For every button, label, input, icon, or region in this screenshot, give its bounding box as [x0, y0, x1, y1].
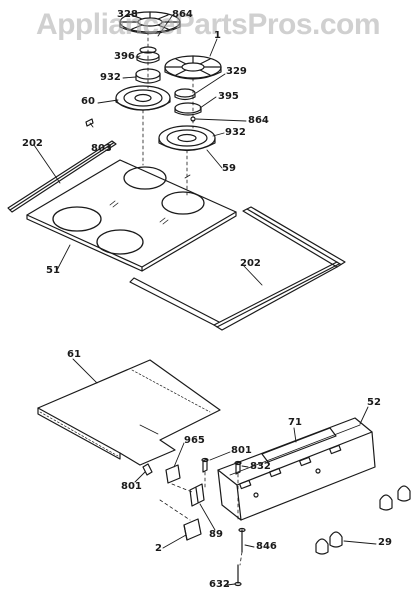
- callout-632: 632: [209, 579, 230, 590]
- burner-cap-329: [174, 88, 196, 101]
- knob-29-d: [315, 538, 329, 555]
- callout-202-right: 202: [240, 258, 261, 269]
- bracket-89: [189, 483, 205, 507]
- trim-strip-202-left: [7, 140, 117, 213]
- drip-bowl-60: [115, 85, 171, 111]
- callout-60: 60: [81, 96, 95, 107]
- screw-632: [234, 564, 242, 587]
- burner-grate-1: [164, 55, 222, 80]
- callout-396: 396: [114, 51, 135, 62]
- callout-2: 2: [155, 543, 162, 554]
- callout-51: 51: [46, 265, 60, 276]
- control-panel-52: [217, 417, 376, 521]
- callout-832: 832: [250, 461, 271, 472]
- alignment-lines: [142, 31, 194, 196]
- callout-59: 59: [222, 163, 236, 174]
- burner-cap-396: [136, 46, 160, 64]
- callout-932-right: 932: [225, 127, 246, 138]
- screw-801-lower: [142, 463, 153, 476]
- callout-52: 52: [367, 397, 381, 408]
- callout-801-upper: 801: [231, 445, 252, 456]
- callout-395: 395: [218, 91, 239, 102]
- burner-head-395: [174, 102, 202, 116]
- leader-lines: [33, 15, 377, 586]
- callout-803: 803: [91, 143, 112, 154]
- burner-grate-328: [119, 11, 181, 35]
- callout-932-left: 932: [100, 72, 121, 83]
- drip-bowl-59: [158, 125, 216, 152]
- callout-71: 71: [288, 417, 302, 428]
- callout-89: 89: [209, 529, 223, 540]
- callout-801-lower: 801: [121, 481, 142, 492]
- trim-frame-202-right: [129, 206, 346, 331]
- bracket-2: [183, 518, 202, 541]
- callout-864-right: 864: [248, 115, 269, 126]
- knob-29-b: [397, 485, 411, 502]
- callout-329: 329: [226, 66, 247, 77]
- knob-29-c: [329, 531, 343, 548]
- callout-864-top: 864: [172, 9, 193, 20]
- assembly-lines-lower: [159, 471, 243, 566]
- bracket-965: [165, 464, 181, 484]
- bottom-panel-61: [37, 359, 221, 466]
- cooktop-glass-51: [26, 159, 237, 272]
- callout-1: 1: [214, 30, 221, 41]
- callout-328: 328: [117, 9, 138, 20]
- screw-846: [238, 527, 246, 553]
- trim-71: [261, 427, 337, 463]
- callout-29: 29: [378, 537, 392, 548]
- callout-965: 965: [184, 435, 205, 446]
- knob-29-a: [379, 494, 393, 511]
- callout-61: 61: [67, 349, 81, 360]
- screw-803: [85, 118, 94, 127]
- screw-832: [234, 460, 242, 475]
- screw-801-upper: [201, 457, 209, 473]
- callout-202-left: 202: [22, 138, 43, 149]
- callout-846: 846: [256, 541, 277, 552]
